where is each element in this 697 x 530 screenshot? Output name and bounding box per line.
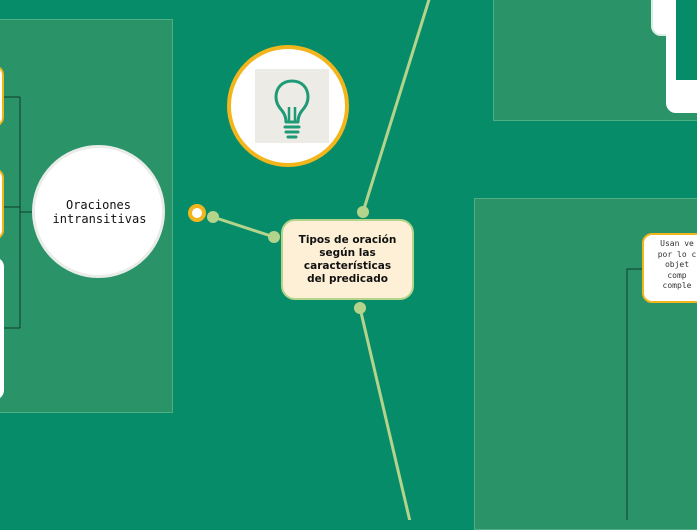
top-right-card-large[interactable] — [666, 0, 697, 113]
collapse-handle — [188, 204, 206, 222]
connector-dot-bottom — [354, 302, 366, 314]
connector-dot-top — [357, 206, 369, 218]
intransitive-node-label: Oraciones intransitivas — [52, 197, 147, 226]
central-topic[interactable]: Tipos de oración según las característic… — [281, 219, 414, 300]
intransitive-node[interactable]: Oraciones intransitivas — [32, 145, 165, 278]
right-card-line: por lo c — [657, 249, 697, 259]
right-card-line: objet — [664, 260, 690, 269]
central-topic-label: Tipos de oración según las característic… — [298, 233, 397, 285]
left-card-1[interactable] — [0, 65, 4, 127]
left-card-2[interactable] — [0, 168, 4, 240]
lightbulb-tile — [255, 69, 329, 143]
lightbulb-node[interactable] — [227, 45, 349, 167]
connector-dot-left — [207, 211, 219, 223]
connector-right-bracket — [626, 268, 642, 520]
right-card-line: comp — [667, 270, 687, 280]
connector-intransitive-bracket — [0, 96, 21, 329]
right-card-line: Usan ve — [660, 239, 694, 248]
connector-bottom — [358, 307, 412, 520]
right-description-card[interactable]: Usan ve por lo c objet comp comple — [642, 233, 697, 303]
connector-left — [212, 215, 275, 239]
lightbulb-icon — [274, 79, 310, 139]
connector-dot-center-left — [268, 231, 280, 243]
connector-top — [361, 0, 431, 213]
left-card-3[interactable] — [0, 257, 4, 400]
right-card-line: comple — [662, 281, 692, 290]
top-right-card-accent — [676, 0, 697, 80]
